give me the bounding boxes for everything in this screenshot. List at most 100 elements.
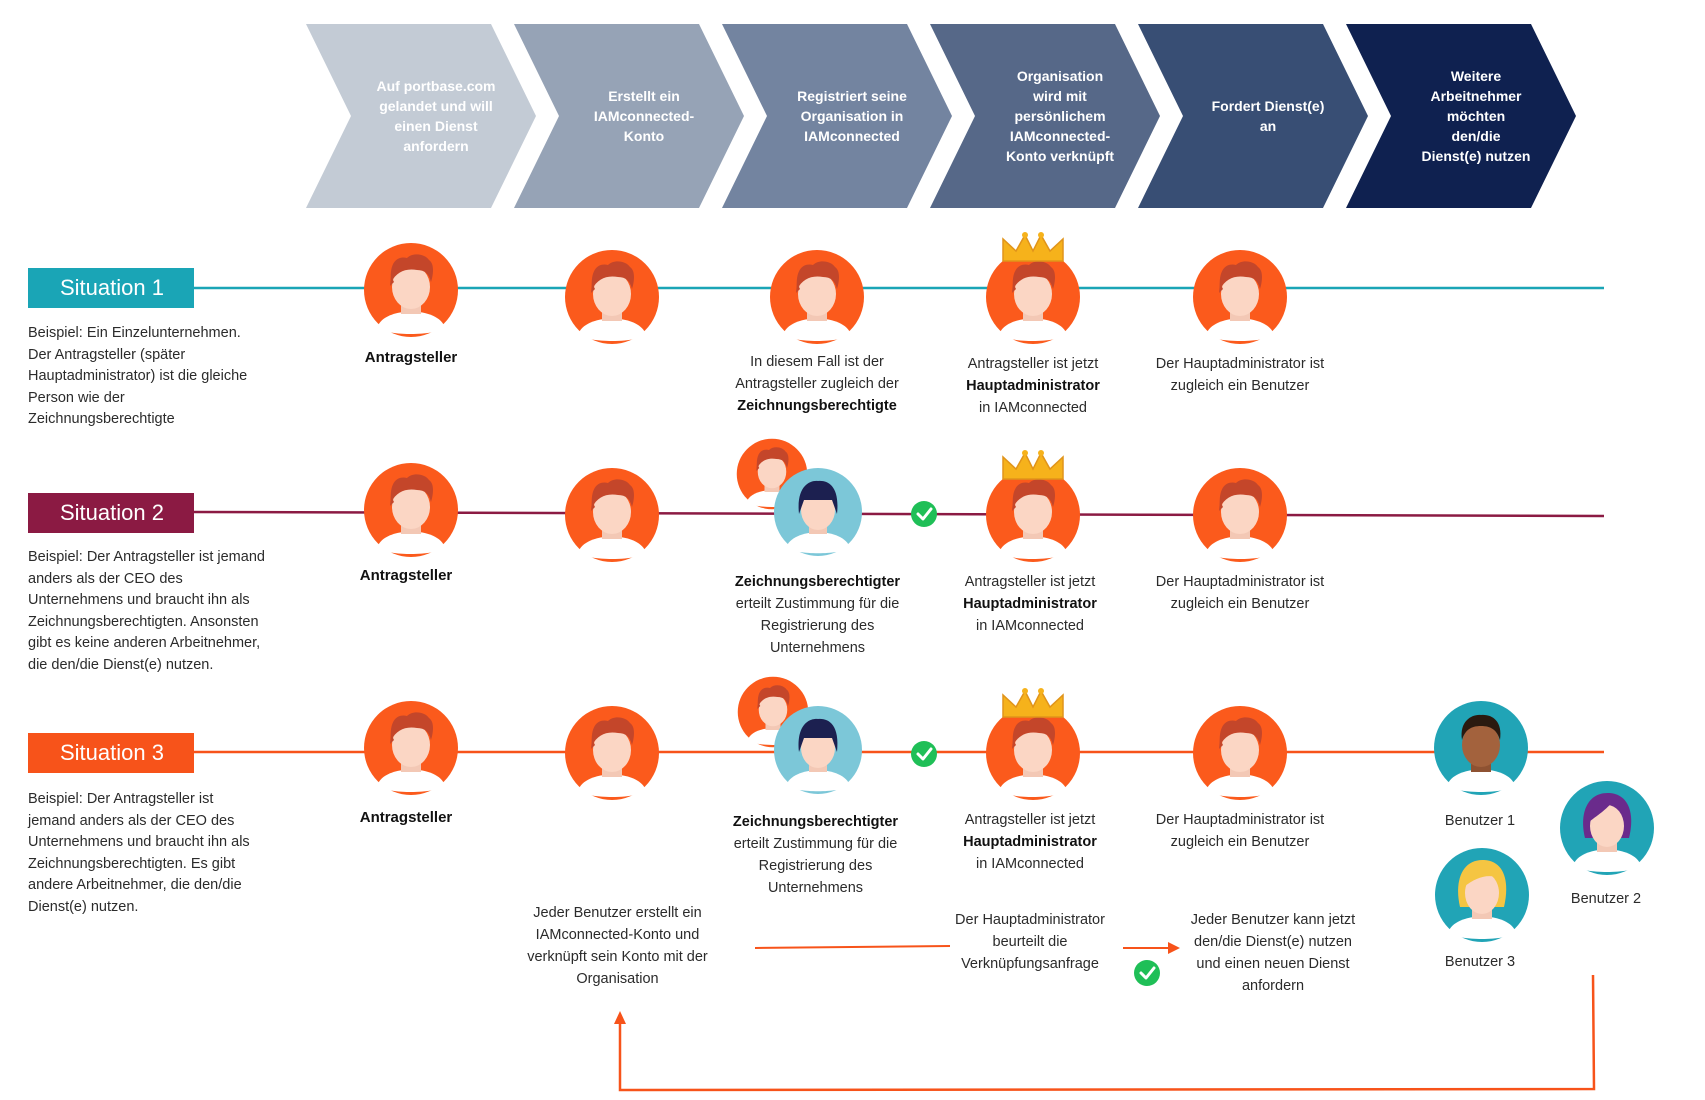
applicant-avatar — [364, 463, 458, 557]
situation1-description: Beispiel: Ein Einzelunternehmen. Der Ant… — [28, 325, 248, 427]
step-label-line: Konto — [624, 128, 664, 144]
user-avatar — [1193, 468, 1287, 562]
crown-icon — [1002, 687, 1064, 718]
step-chevron-labels: Auf portbase.com gelandet und will einen D… — [376, 68, 1530, 164]
step-label-line: einen Dienst — [394, 118, 478, 134]
step-chevron — [306, 24, 536, 208]
step-label-line: gelandet und will — [379, 98, 493, 114]
step-chevrons — [306, 24, 1576, 208]
user1-avatar — [1434, 701, 1528, 795]
main-admin-avatar — [986, 468, 1080, 562]
step-label-line: IAMconnected — [804, 128, 900, 144]
caption-text: in IAMconnected — [978, 400, 1087, 416]
applicant-avatar — [364, 243, 458, 337]
flow-use-caption: Jeder Benutzer kann jetzt den/die Dienst… — [1190, 912, 1356, 994]
caption-text: Antragsteller ist jetzt — [967, 356, 1099, 372]
main-admin-avatar — [986, 250, 1080, 344]
signatory-avatar — [774, 706, 862, 794]
caption-text: In diesem Fall ist der Antragsteller zug… — [735, 354, 899, 392]
user-avatar — [1193, 706, 1287, 800]
arrowhead-icon — [1168, 942, 1180, 954]
step-label-line: Erstellt ein — [608, 88, 680, 104]
situation2-step3-caption: Zeichnungsberechtigter erteilt Zustimmun… — [715, 571, 920, 659]
user-avatar — [1193, 250, 1287, 344]
step-chevron — [1346, 24, 1576, 208]
account-avatar — [565, 250, 659, 344]
user3-avatar — [1435, 848, 1529, 942]
step-label-line: IAMconnected- — [1010, 128, 1111, 144]
situation2-description: Beispiel: Der Antragsteller ist jemand a… — [28, 549, 265, 673]
step-chevron — [514, 24, 744, 208]
caption-bold: Hauptadministrator — [963, 834, 1097, 850]
step-label-line: Organisation — [1017, 68, 1103, 84]
step-label-line: möchten — [1447, 108, 1505, 124]
flow-create-caption: Jeder Benutzer erstellt ein IAMconnected… — [527, 905, 708, 987]
user2-avatar — [1560, 781, 1654, 875]
crown-icon — [1002, 449, 1064, 480]
situation2-step5-caption: Der Hauptadministrator ist zugleich ein … — [1155, 574, 1325, 612]
flow-line-create-review — [754, 945, 951, 949]
user3-label: Benutzer 3 — [1444, 954, 1516, 970]
step-label-line: Dienst(e) nutzen — [1422, 148, 1531, 164]
caption-bold: Zeichnungsberechtigte — [737, 398, 897, 414]
caption-bold: Hauptadministrator — [963, 596, 1097, 612]
caption-bold: Zeichnungsberechtigter — [734, 574, 901, 590]
step-label-line: Registriert seine — [797, 88, 907, 104]
step-label-line: Organisation in — [801, 108, 904, 124]
situation1-step5-caption: Der Hauptadministrator ist zugleich ein … — [1155, 356, 1325, 394]
situation3-step3-caption: Zeichnungsberechtigter erteilt Zustimmun… — [713, 811, 918, 899]
check-icon — [909, 739, 939, 769]
situation1-step4-caption: Antragsteller ist jetzt Hauptadministrat… — [943, 353, 1123, 419]
applicant-label: Antragsteller — [359, 567, 453, 584]
check-icon — [1132, 958, 1162, 988]
applicant-label: Antragsteller — [359, 809, 453, 826]
situation2-step4-caption: Antragsteller ist jetzt Hauptadministrat… — [940, 571, 1120, 637]
step-label-line: Konto verknüpft — [1006, 148, 1114, 164]
caption-text: in IAMconnected — [975, 618, 1084, 634]
step-label: Fordert Dienst(e) an — [1212, 98, 1325, 134]
caption-text: Antragsteller ist jetzt — [964, 812, 1096, 828]
caption-bold: Hauptadministrator — [966, 378, 1100, 394]
situation3-description: Beispiel: Der Antragsteller ist jemand a… — [28, 791, 250, 915]
step-label-line: IAMconnected- — [594, 108, 695, 124]
applicant-avatar — [364, 701, 458, 795]
caption-text: erteilt Zustimmung für die Registrierung… — [733, 836, 898, 896]
signatory-avatar — [770, 250, 864, 344]
step-label-line: Fordert Dienst(e) — [1212, 98, 1325, 114]
step-label-line: Weitere — [1451, 68, 1502, 84]
situation3-step5-caption: Der Hauptadministrator ist zugleich ein … — [1155, 812, 1325, 850]
step-chevron — [722, 24, 952, 208]
signatory-avatar — [774, 468, 862, 556]
flow-review-caption: Der Hauptadministrator beurteilt die Ver… — [955, 912, 1105, 972]
situation1-step3-caption: In diesem Fall ist der Antragsteller zug… — [712, 351, 922, 417]
situation2-label: Situation 2 — [28, 493, 194, 533]
main-admin-avatar — [986, 706, 1080, 800]
step-label: Auf portbase.com gelandet und will einen D… — [376, 78, 495, 154]
crown-icon — [1002, 231, 1064, 262]
step-label-line: an — [1260, 118, 1276, 134]
check-icon — [909, 499, 939, 529]
step-label-line: wird mit — [1032, 88, 1087, 104]
account-avatar — [565, 706, 659, 800]
step-label-line: Arbeitnehmer — [1430, 88, 1522, 104]
situation3-step4-caption: Antragsteller ist jetzt Hauptadministrat… — [940, 809, 1120, 875]
caption-text: in IAMconnected — [975, 856, 1084, 872]
step-label-line: Auf portbase.com — [376, 78, 495, 94]
situation1-label: Situation 1 — [28, 268, 194, 308]
caption-text: Antragsteller ist jetzt — [964, 574, 1096, 590]
user2-label: Benutzer 2 — [1570, 891, 1642, 907]
situation3-label: Situation 3 — [28, 733, 194, 773]
caption-bold: Zeichnungsberechtigter — [732, 814, 899, 830]
step-label-line: den/die — [1451, 128, 1500, 144]
applicant-label: Antragsteller — [364, 349, 458, 366]
feedback-loop-arrow — [618, 974, 1596, 1092]
caption-text: erteilt Zustimmung für die Registrierung… — [735, 596, 900, 656]
account-avatar — [565, 468, 659, 562]
arrowhead-up-icon — [614, 1011, 626, 1024]
user1-label: Benutzer 1 — [1444, 813, 1516, 829]
